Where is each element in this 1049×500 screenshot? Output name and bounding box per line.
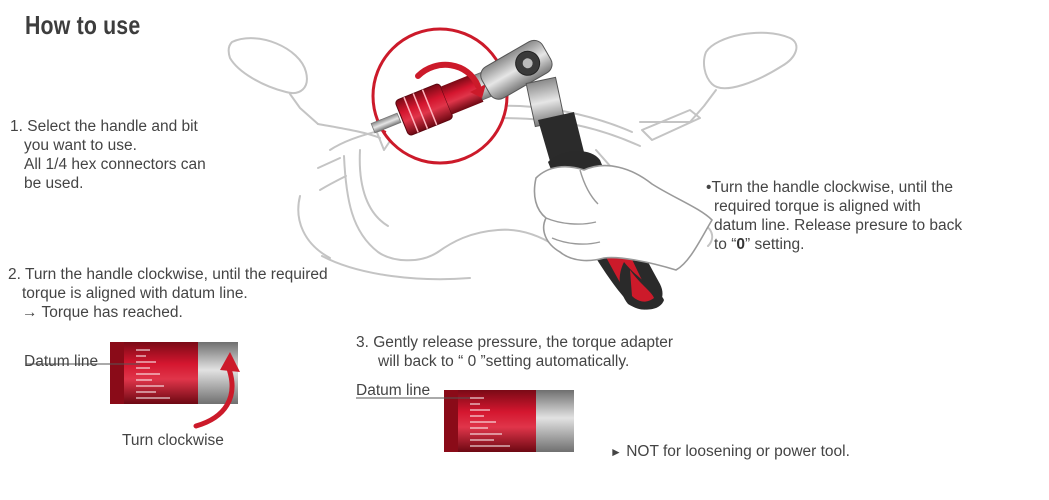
datum-diagram-1: [26, 342, 240, 429]
datum-diagram-2: [356, 390, 574, 452]
warning-note: ► NOT for loosening or power tool.: [610, 442, 850, 462]
warning-text: NOT for loosening or power tool.: [626, 443, 850, 460]
step-2-line-2: torque is aligned with datum line.: [22, 285, 248, 302]
step-2: 2. Turn the handle clockwise, until the …: [8, 265, 328, 322]
right-note-line-2: required torque is aligned with: [714, 198, 921, 215]
turn-arrow-icon: [193, 363, 235, 429]
step-1-line-3: All 1/4 hex connectors can: [24, 156, 206, 173]
right-note: •Turn the handle clockwise, until the re…: [706, 178, 962, 254]
page-title: How to use: [25, 10, 141, 40]
triangle-right-icon: ►: [610, 445, 622, 459]
datum-label-1: Datum line: [24, 353, 99, 370]
turn-clockwise-label: Turn clockwise: [122, 432, 224, 449]
zoom-circle: [370, 27, 512, 165]
step-3-line-1: 3. Gently release pressure, the torque a…: [356, 334, 674, 351]
zero-setting: 0: [736, 236, 746, 253]
step-2-line-3: → Torque has reached.: [22, 304, 183, 321]
step-3: 3. Gently release pressure, the torque a…: [356, 333, 673, 371]
datum-label-2: Datum line: [356, 382, 431, 399]
right-note-line-3: datum line. Release presure to back: [714, 217, 963, 234]
right-note-line-4: to “0” setting.: [714, 236, 805, 253]
step-1-line-4: be used.: [24, 175, 84, 192]
right-note-line-1: •Turn the handle clockwise, until the: [706, 179, 953, 196]
hand-outline: [533, 164, 713, 271]
hex-bit: [370, 112, 402, 134]
bullet-icon: •: [706, 179, 712, 196]
step-1-line-2: you want to use.: [24, 137, 137, 154]
step-1: 1. Select the handle and bit you want to…: [10, 117, 206, 193]
step-3-line-2: will back to “ 0 ”setting automatically.: [378, 353, 630, 370]
ratchet-handle: [480, 39, 713, 310]
step-2-line-1: 2. Turn the handle clockwise, until the …: [8, 266, 328, 283]
step-1-line-1: 1. Select the handle and bit: [10, 118, 198, 135]
rotate-arrow-icon: [415, 61, 481, 89]
